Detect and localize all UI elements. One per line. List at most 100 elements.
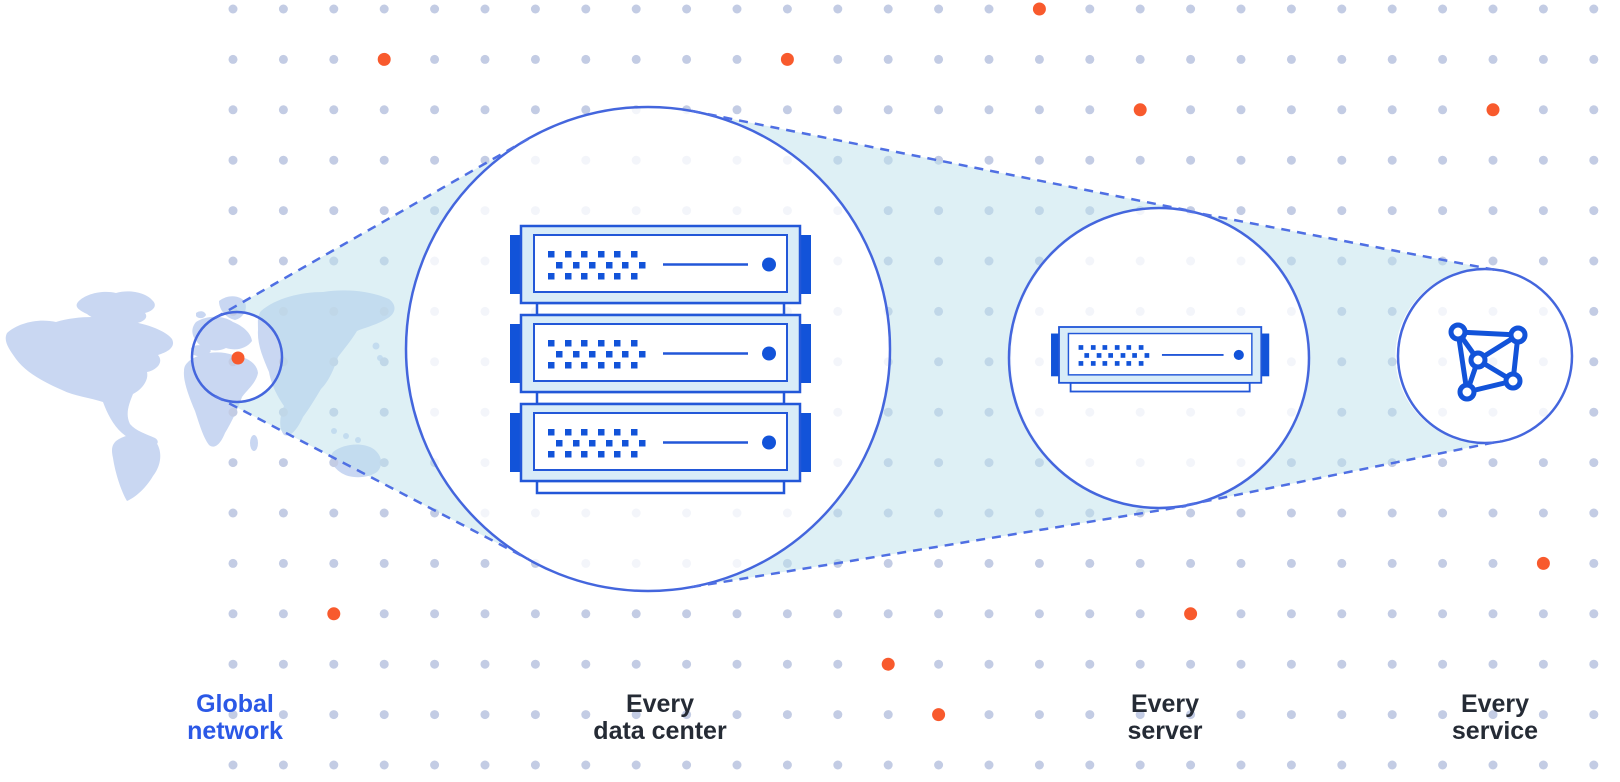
grid-dot	[1186, 105, 1196, 115]
grid-dot	[581, 105, 591, 115]
grid-dot	[278, 155, 288, 165]
grid-dot	[631, 659, 641, 669]
grid-dot	[430, 710, 440, 720]
grid-dot	[1034, 105, 1044, 115]
grid-dot	[329, 558, 339, 568]
grid-dot	[732, 609, 742, 619]
grid-dot	[530, 4, 540, 14]
grid-dot	[581, 4, 591, 14]
grid-dot	[1034, 558, 1044, 568]
grid-dot	[682, 760, 692, 770]
location-dot	[231, 351, 245, 365]
grid-dot	[228, 760, 238, 770]
grid-dot	[1337, 206, 1347, 216]
grid-dot	[833, 54, 843, 64]
grid-dot	[1236, 508, 1246, 518]
grid-dot	[430, 105, 440, 115]
grid-dot	[1387, 760, 1397, 770]
grid-dot	[530, 760, 540, 770]
grid-dot	[530, 105, 540, 115]
grid-dot	[1286, 659, 1296, 669]
grid-dot	[1186, 54, 1196, 64]
grid-dot	[782, 105, 792, 115]
grid-dot	[1387, 558, 1397, 568]
orange-grid-dot	[1486, 103, 1500, 117]
grid-dot	[480, 54, 490, 64]
landmass-greenland	[76, 291, 155, 325]
grid-dot	[682, 54, 692, 64]
grid-dot	[379, 508, 389, 518]
grid-dot	[329, 710, 339, 720]
grid-dot	[278, 710, 288, 720]
grid-dot	[1387, 54, 1397, 64]
grid-dot	[984, 659, 994, 669]
grid-dot	[883, 54, 893, 64]
grid-dot	[1085, 710, 1095, 720]
grid-dot	[1186, 508, 1196, 518]
grid-dot	[1589, 306, 1599, 316]
grid-dot	[379, 659, 389, 669]
grid-dot	[1538, 105, 1548, 115]
grid-dot	[1337, 155, 1347, 165]
grid-dot	[1236, 760, 1246, 770]
grid-dot	[1135, 710, 1145, 720]
grid-dot	[1538, 710, 1548, 720]
grid-dot	[1589, 4, 1599, 14]
landmass-madagascar	[250, 435, 258, 451]
grid-dot	[278, 54, 288, 64]
grid-dot	[732, 659, 742, 669]
grid-dot	[631, 710, 641, 720]
label-line: network	[187, 716, 283, 745]
grid-dot	[631, 54, 641, 64]
grid-dot	[581, 659, 591, 669]
grid-dot	[1589, 710, 1599, 720]
grid-dot	[732, 54, 742, 64]
grid-dot	[1538, 54, 1548, 64]
label-every-server: Every server	[1015, 691, 1315, 744]
grid-dot	[1337, 710, 1347, 720]
orange-grid-dot	[377, 52, 391, 66]
grid-dot	[934, 558, 944, 568]
grid-dot	[1135, 54, 1145, 64]
grid-dot	[1034, 155, 1044, 165]
grid-dot	[480, 659, 490, 669]
grid-dot	[1286, 558, 1296, 568]
magnifier-beam	[215, 111, 1501, 587]
grid-dot	[984, 710, 994, 720]
grid-dot	[278, 4, 288, 14]
grid-dot	[1286, 508, 1296, 518]
orange-grid-dot	[1184, 607, 1198, 621]
grid-dot	[1488, 760, 1498, 770]
grid-dot	[1438, 558, 1448, 568]
grid-dot	[934, 659, 944, 669]
grid-dot	[1488, 659, 1498, 669]
grid-dot	[883, 609, 893, 619]
grid-dot	[1337, 4, 1347, 14]
label-line: Every	[1460, 690, 1530, 718]
label-every-data-center: Every data center	[510, 691, 810, 744]
grid-dot	[682, 4, 692, 14]
server-rack	[1050, 326, 1271, 393]
grid-dot	[732, 710, 742, 720]
grid-dot	[1538, 659, 1548, 669]
grid-dot	[278, 105, 288, 115]
grid-dot	[1286, 54, 1296, 64]
grid-dot	[1236, 609, 1246, 619]
grid-dot	[883, 105, 893, 115]
grid-dot	[1337, 659, 1347, 669]
grid-dot	[1387, 508, 1397, 518]
grid-dot	[782, 609, 792, 619]
grid-dot	[1488, 458, 1498, 468]
grid-dot	[1538, 508, 1548, 518]
grid-dot	[1337, 760, 1347, 770]
grid-dot	[278, 558, 288, 568]
orange-grid-dot	[327, 607, 341, 621]
grid-dot	[934, 609, 944, 619]
grid-dot	[329, 155, 339, 165]
grid-dot	[833, 105, 843, 115]
grid-dot	[1085, 155, 1095, 165]
grid-dot	[228, 407, 238, 417]
grid-dot	[1085, 558, 1095, 568]
grid-dot	[1589, 609, 1599, 619]
grid-dot	[1387, 155, 1397, 165]
